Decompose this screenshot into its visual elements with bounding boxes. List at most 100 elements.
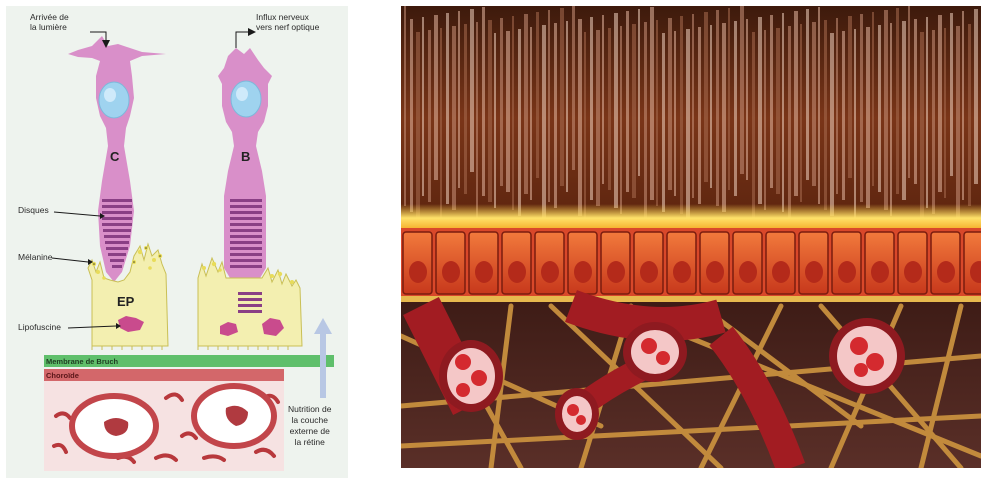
rpe-cell-nucleus [508, 261, 526, 283]
rpe-cell-nucleus [871, 261, 889, 283]
outer-segment-strand [662, 33, 665, 212]
rpe-cell-nucleus [607, 261, 625, 283]
outer-segment-strand [596, 30, 600, 206]
nutrition-label: Nutrition de la couche externe de la rét… [288, 404, 331, 448]
outer-segment-strand [458, 11, 460, 188]
outer-segment-strand [794, 11, 798, 196]
cone-label: C [110, 149, 119, 164]
outer-segment-strand [854, 29, 856, 224]
rpe-cell-nucleus [640, 261, 658, 283]
outer-segment-strand [866, 27, 870, 208]
outer-segment-strand [638, 9, 640, 176]
outer-segment-strand [470, 9, 474, 172]
choroid-capillary-right [194, 386, 274, 446]
rod-label: B [241, 149, 250, 164]
light-arrival-label: Arrivée de la lumière [30, 12, 69, 32]
bruch-label: Membrane de Bruch [46, 357, 118, 366]
outer-segment-strand [416, 32, 420, 218]
outer-segment-strand [464, 24, 467, 194]
outer-segment-strand [740, 6, 744, 174]
outer-segment-strand [512, 16, 514, 210]
outer-segment-strand [560, 8, 564, 186]
outer-segment-strand [818, 7, 820, 204]
outer-segment-strand [656, 20, 658, 206]
disks-label: Disques [18, 205, 49, 215]
rod-nucleus-highlight [236, 87, 248, 101]
outer-segment-strand [554, 23, 557, 208]
outer-segment-strand [932, 30, 935, 214]
rpe-cell-nucleus [772, 261, 790, 283]
outer-segment-strand [878, 25, 881, 192]
outer-segment-strand [860, 14, 863, 202]
outer-segment-strand [494, 33, 496, 208]
outer-segment-strand [812, 22, 816, 186]
outer-segment-strand [446, 13, 449, 204]
outer-segment-strand [800, 24, 802, 202]
outer-segment-strand [566, 21, 568, 192]
nerve-impulse-line-2: vers nerf optique [256, 22, 319, 32]
bruch-line [401, 296, 981, 302]
outer-segment-strand [956, 26, 960, 222]
outer-segment-strand [752, 32, 755, 226]
outer-segment-strand [518, 29, 521, 216]
outer-segment-strand [968, 24, 971, 206]
outer-segment-strand [938, 15, 942, 192]
outer-segment-strand [950, 13, 953, 176]
vessel-tube-2 [571, 306, 721, 324]
outer-segment-strand [524, 14, 528, 194]
outer-segment-strand [782, 13, 784, 212]
lipofuscin-label: Lipofuscine [18, 322, 61, 332]
outer-segment-strand [530, 27, 532, 200]
rpe-cell-nucleus [739, 261, 757, 283]
nerve-impulse-line-1: Influx nerveux [256, 12, 319, 22]
outer-segment-strand [896, 8, 899, 194]
outer-segment-strand [830, 33, 834, 216]
nutrition-line-4: la rétine [288, 437, 331, 448]
outer-segment-strand [914, 19, 917, 184]
outer-segment-strand [602, 15, 604, 184]
outer-segment-strand [506, 31, 510, 192]
vessel-section-4 [829, 318, 905, 394]
outer-segment-strand [848, 16, 852, 178]
nutrition-line-1: Nutrition de [288, 404, 331, 415]
outer-segment-strand [668, 18, 672, 190]
outer-segment-strand [926, 17, 928, 208]
outer-segment-strand [536, 12, 539, 178]
outer-segment-strand [704, 12, 708, 182]
melanin-label: Mélanine [18, 252, 53, 262]
outer-segment-strand [728, 8, 730, 190]
outer-segment-strand [788, 26, 791, 218]
outer-segment-strand [962, 11, 964, 200]
nutrition-line-2: la couche [288, 415, 331, 426]
outer-segment-strand [632, 24, 636, 198]
nerve-impulse-label: Influx nerveux vers nerf optique [256, 12, 319, 32]
outer-segment-strand [578, 19, 582, 216]
outer-segment-strand [920, 32, 924, 230]
outer-segment-strand [410, 19, 413, 212]
rpe-label: EP [117, 294, 134, 309]
outer-segment-strand [476, 22, 478, 218]
outer-segment-strand [890, 23, 892, 216]
outer-segment-strand [758, 17, 762, 204]
outer-segment-strand [428, 30, 431, 202]
outer-segment-strand [452, 26, 456, 210]
rpe-cell-nucleus [574, 261, 592, 283]
outer-segment-strand [710, 25, 712, 188]
rpe-cell-nucleus [937, 261, 955, 283]
outer-segment-strand [698, 27, 701, 204]
rpe-cell-nucleus [442, 261, 460, 283]
outer-segment-strand [626, 11, 629, 192]
rpe-cell-nucleus [706, 261, 724, 283]
outer-segment-strand [770, 15, 773, 188]
retina-diagram: Arrivée de la lumière Influx nerveux ver… [6, 6, 348, 478]
rpe-cell-nucleus [409, 261, 427, 283]
outer-segment-strand [824, 20, 827, 210]
outer-segment-strand [734, 21, 737, 196]
outer-segment-strand [500, 18, 503, 186]
illustration-canvas [401, 6, 981, 468]
nutrition-line-3: externe de [288, 426, 331, 437]
choroid-band [44, 369, 284, 381]
light-arrival-line-2: la lumière [30, 22, 69, 32]
outer-segment-strand [872, 12, 874, 186]
choroid-label: Choroïde [46, 371, 79, 380]
